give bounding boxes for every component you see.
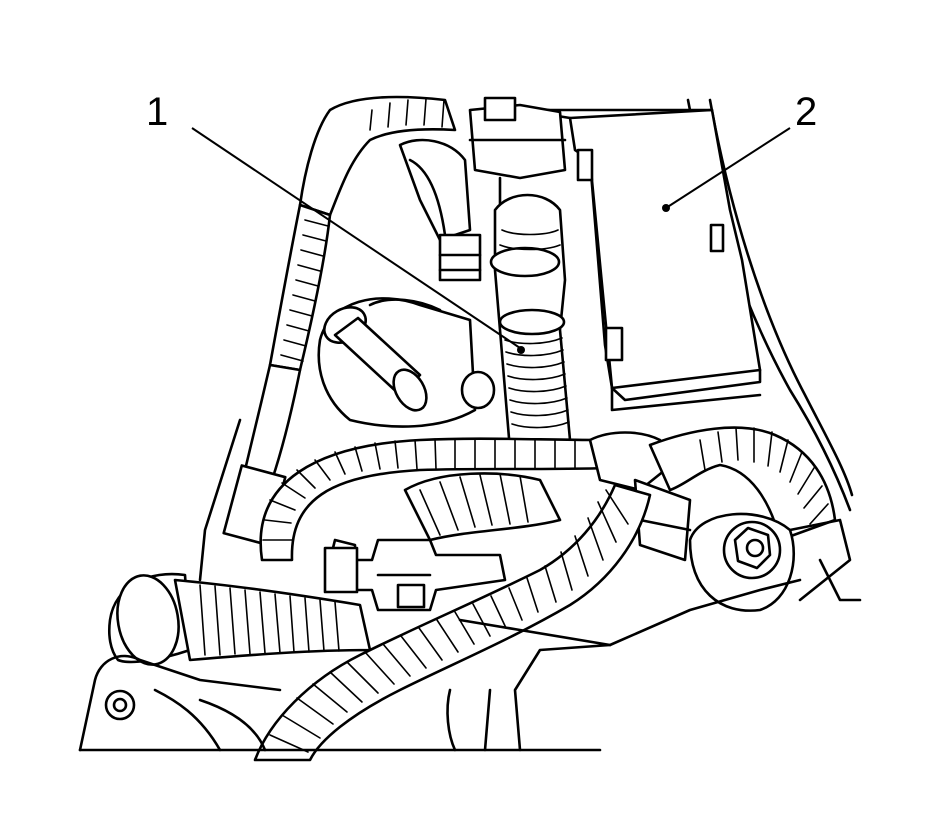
callout-2: 2	[662, 90, 817, 212]
front-main-harness	[253, 483, 652, 762]
inline-connector	[323, 538, 507, 612]
callout-2-dot	[662, 204, 670, 212]
callout-2-label: 2	[795, 90, 817, 134]
corrugated-harness-1	[489, 193, 572, 452]
control-module-box	[518, 108, 762, 412]
bolt	[688, 512, 852, 612]
callout-1: 1	[146, 90, 521, 349]
engine-housing	[78, 558, 862, 752]
callout-1-leader	[191, 127, 521, 349]
callout-1-label: 1	[146, 90, 168, 134]
sensor-connector	[317, 297, 496, 428]
lower-corrugated-harness	[403, 472, 562, 542]
right-junction-harness	[588, 426, 837, 562]
left-vertical-harness	[198, 95, 457, 582]
callout-2-leader	[665, 127, 791, 209]
